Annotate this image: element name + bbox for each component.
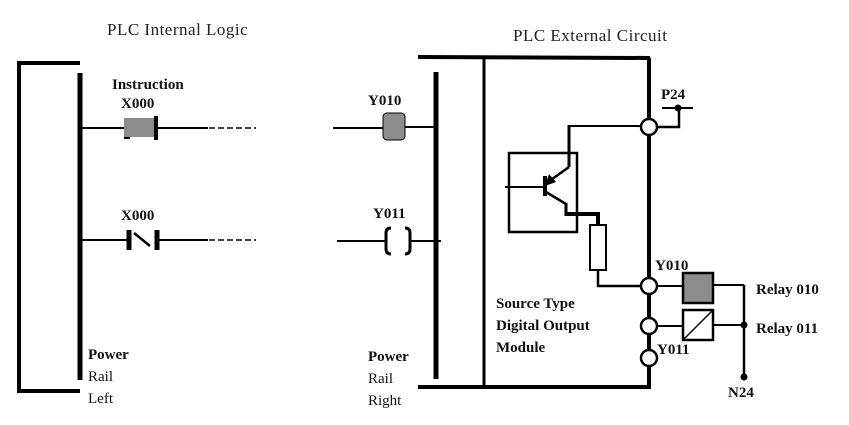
label-left: Left bbox=[88, 391, 114, 407]
label-instruction: Instruction bbox=[112, 77, 184, 93]
label-y010-coil: Y010 bbox=[368, 93, 401, 109]
label-module-line2: Digital Output bbox=[496, 318, 590, 334]
n24-bus bbox=[740, 285, 748, 381]
label-power-right: Power bbox=[368, 349, 409, 365]
n24-dot bbox=[740, 373, 748, 381]
label-module-line1: Source Type bbox=[496, 296, 575, 312]
relay-011 bbox=[657, 308, 744, 342]
coil-y010-active bbox=[382, 112, 406, 141]
nc-contact-slash bbox=[133, 232, 151, 247]
terminal-p24 bbox=[639, 117, 659, 137]
label-module-line3: Module bbox=[496, 340, 546, 356]
label-relay-010: Relay 010 bbox=[756, 282, 819, 298]
label-y011-terminal: Y011 bbox=[657, 342, 690, 358]
output-module-frame bbox=[417, 55, 651, 389]
label-y010-terminal: Y010 bbox=[655, 258, 688, 274]
label-rail-left: Rail bbox=[88, 369, 113, 385]
no-contact-x000-active bbox=[124, 118, 155, 137]
label-rail-right: Rail bbox=[368, 371, 393, 387]
label-n24: N24 bbox=[728, 385, 754, 401]
label-x000-rung1: X000 bbox=[121, 96, 154, 112]
label-power-left: Power bbox=[88, 347, 129, 363]
p24-supply bbox=[657, 104, 693, 129]
relay-junction-dot bbox=[740, 321, 748, 329]
label-y011-coil: Y011 bbox=[373, 206, 406, 222]
title-internal-logic: PLC Internal Logic bbox=[107, 20, 248, 39]
emitter-arrow-icon bbox=[545, 174, 556, 186]
label-p24: P24 bbox=[661, 87, 686, 103]
title-external-circuit: PLC External Circuit bbox=[513, 26, 667, 45]
label-relay-011: Relay 011 bbox=[756, 321, 818, 337]
relay-010-coil-active bbox=[681, 271, 715, 305]
terminal-y010 bbox=[639, 276, 659, 296]
resistor-to-y010-wire bbox=[596, 270, 641, 288]
terminal-com bbox=[639, 348, 659, 368]
left-bracket bbox=[17, 61, 80, 393]
label-right: Right bbox=[368, 393, 402, 409]
rung-1-output bbox=[333, 112, 436, 141]
rung-1-internal bbox=[82, 116, 256, 140]
relay-011-diagonal bbox=[683, 310, 713, 340]
label-x000-rung2: X000 bbox=[121, 208, 154, 224]
terminal-y011 bbox=[639, 316, 659, 336]
rung-2-internal bbox=[82, 230, 256, 250]
coil-y011-right-paren bbox=[404, 226, 412, 256]
resistor bbox=[589, 224, 607, 271]
transistor-switch bbox=[505, 125, 600, 234]
relay-010 bbox=[657, 271, 744, 305]
rung-2-output bbox=[337, 226, 441, 256]
coil-y011-left-paren bbox=[384, 226, 392, 256]
p24-junction-dot bbox=[674, 104, 682, 112]
